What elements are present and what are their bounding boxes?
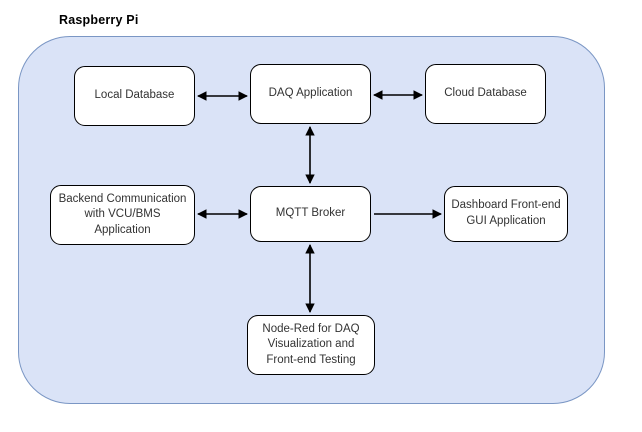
node-node-red[interactable]: Node-Red for DAQ Visualization and Front… bbox=[247, 315, 375, 375]
node-daq-application[interactable]: DAQ Application bbox=[250, 64, 371, 124]
node-daq-application-label: DAQ Application bbox=[268, 87, 353, 100]
node-cloud-database-label: Cloud Database bbox=[444, 87, 527, 100]
node-mqtt-broker-label: MQTT Broker bbox=[275, 207, 346, 220]
raspberry-pi-container-title: Raspberry Pi bbox=[59, 13, 139, 27]
node-backend-communication[interactable]: Backend Communication with VCU/BMS Appli… bbox=[50, 185, 195, 245]
node-cloud-database[interactable]: Cloud Database bbox=[425, 64, 546, 124]
node-local-database-label: Local Database bbox=[94, 89, 175, 102]
node-local-database[interactable]: Local Database bbox=[74, 66, 195, 126]
node-node-red-label: Node-Red for DAQ Visualization and Front… bbox=[262, 322, 360, 366]
node-dashboard-frontend[interactable]: Dashboard Front-end GUI Application bbox=[444, 186, 568, 242]
node-backend-communication-label: Backend Communication with VCU/BMS Appli… bbox=[58, 192, 187, 236]
node-dashboard-frontend-label: Dashboard Front-end GUI Application bbox=[451, 199, 561, 227]
node-mqtt-broker[interactable]: MQTT Broker bbox=[250, 186, 371, 242]
